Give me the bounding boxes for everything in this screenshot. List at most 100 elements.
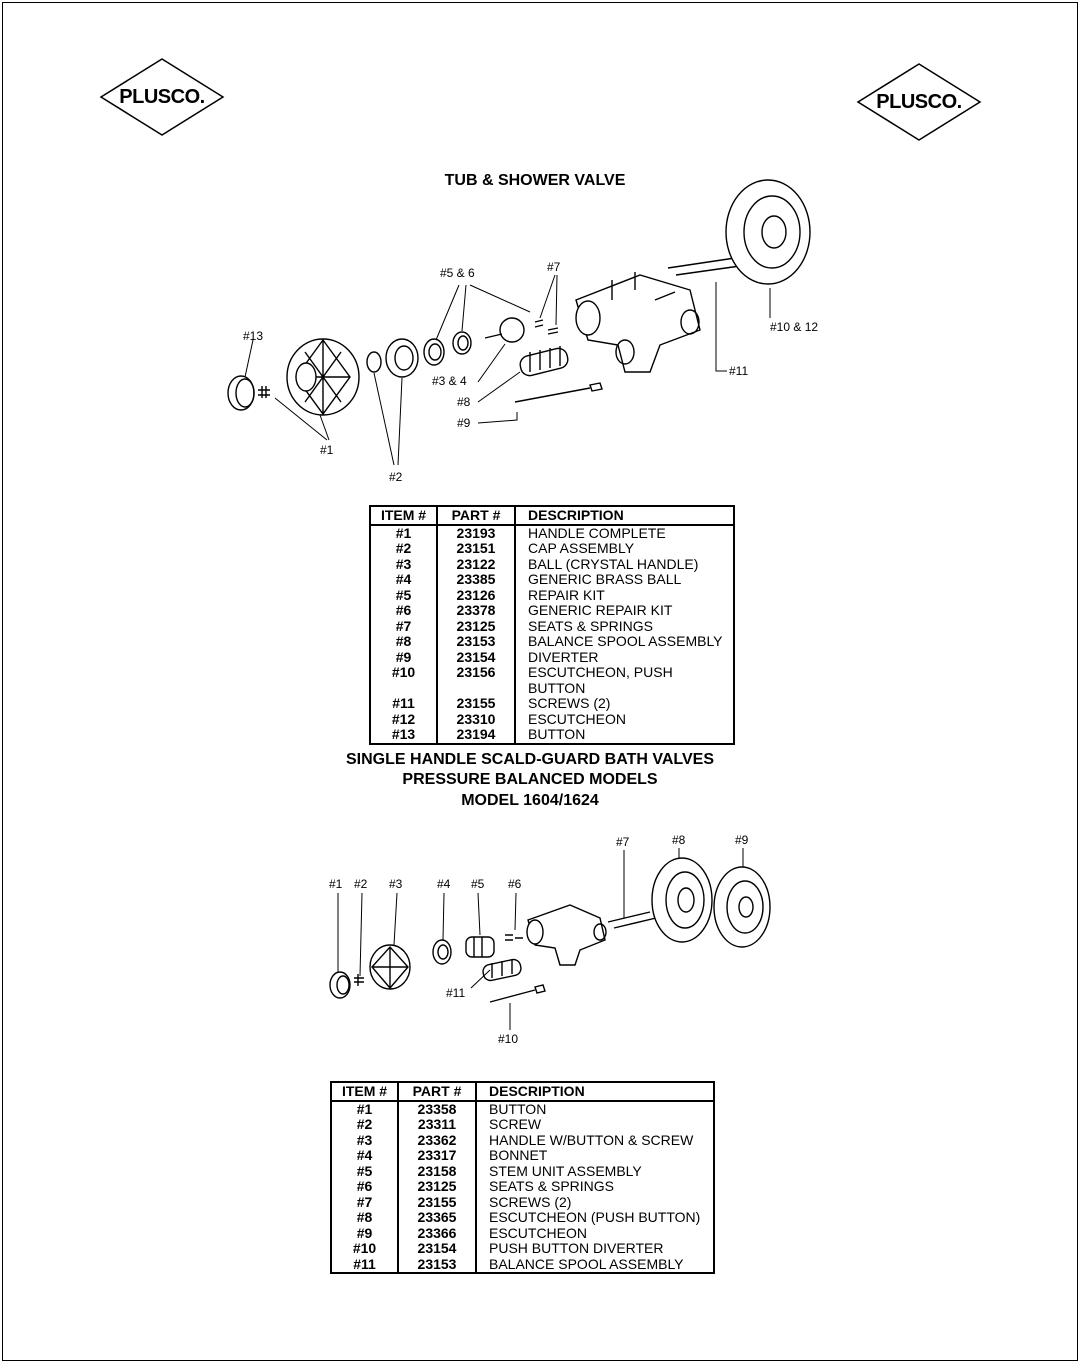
callout-1: #1 xyxy=(329,877,343,891)
part-number: 23126 xyxy=(437,587,516,603)
callout-9: #9 xyxy=(735,833,749,847)
callout-7: #7 xyxy=(616,835,630,849)
description: SEATS & SPRINGS xyxy=(489,1178,614,1194)
item-number: #11 xyxy=(370,695,438,712)
screws-part xyxy=(667,257,741,276)
item-number: #2 xyxy=(331,1116,399,1133)
part-number: 23158 xyxy=(398,1163,477,1179)
item-number: #13 xyxy=(370,726,438,744)
item-number: #6 xyxy=(370,602,438,619)
description: DIVERTER xyxy=(528,648,599,665)
description: ESCUTCHEON, PUSH BUTTON xyxy=(528,664,673,696)
header-description: DESCRIPTION xyxy=(476,1082,714,1102)
part-number: 23385 xyxy=(437,571,516,588)
part-number: 23125 xyxy=(398,1178,477,1195)
screw-part xyxy=(354,974,364,986)
scald-guard-valve-diagram: #1 #2 #3 #4 #5 #6 #7 #8 #9 #10 #11 xyxy=(329,833,771,1046)
description: BUTTON xyxy=(489,1100,547,1117)
description: ESCUTCHEON xyxy=(489,1224,588,1241)
item-number: #12 xyxy=(370,711,438,727)
tub-shower-valve-diagram: #5 & 6 #7 #13 #10 & 12 #3 & 4 #11 #8 #9 … xyxy=(227,179,818,484)
diverter-part xyxy=(489,984,546,1003)
table-header-row: ITEM # PART # DESCRIPTION xyxy=(370,506,734,526)
description: SCREWS (2) xyxy=(489,1193,572,1210)
part-number: 23156 xyxy=(437,664,516,696)
part-number: 23155 xyxy=(437,695,516,712)
header-description: DESCRIPTION xyxy=(515,506,734,526)
part-number: 23366 xyxy=(398,1225,477,1241)
callout-1: #1 xyxy=(320,443,334,457)
section1-title: TUB & SHOWER VALVE xyxy=(444,172,626,189)
description: BALANCE SPOOL ASSEMBLY xyxy=(528,633,723,649)
callout-6: #6 xyxy=(508,877,522,891)
crystal-handle-part xyxy=(286,338,360,416)
description: BALL (CRYSTAL HANDLE) xyxy=(528,555,699,572)
handle-part xyxy=(369,944,411,990)
item-number: #5 xyxy=(370,587,438,603)
screws-part xyxy=(607,911,657,929)
seats-springs-part xyxy=(505,934,523,941)
description: CAP ASSEMBLY xyxy=(528,540,635,556)
logo-text-left: PLUSCO. xyxy=(119,85,205,108)
part-number: 23365 xyxy=(398,1209,477,1226)
part-number: 23317 xyxy=(398,1147,477,1164)
description: ESCUTCHEON xyxy=(528,710,627,727)
description: SCREW xyxy=(489,1116,542,1132)
item-number: #9 xyxy=(331,1225,399,1241)
plusco-logo-left: PLUSCO. xyxy=(99,57,225,137)
stem-unit-part xyxy=(465,936,495,958)
item-number: #10 xyxy=(370,664,438,696)
part-number: 23311 xyxy=(398,1116,477,1133)
part-number: 23362 xyxy=(398,1132,477,1148)
callout-8: #8 xyxy=(457,395,471,409)
callout-9: #9 xyxy=(457,416,471,430)
description: ESCUTCHEON (PUSH BUTTON) xyxy=(489,1209,701,1225)
description: SCREWS (2) xyxy=(528,695,611,711)
part-number: 23378 xyxy=(437,602,516,619)
section2-title-line1: SINGLE HANDLE SCALD-GUARD BATH VALVES xyxy=(346,751,714,768)
valve-body-part xyxy=(575,272,701,373)
item-number: #4 xyxy=(370,571,438,588)
button-part xyxy=(329,971,351,999)
description: SEATS & SPRINGS xyxy=(528,617,653,634)
section2-title-line2: PRESSURE BALANCED MODELS xyxy=(402,771,658,788)
callout-10-12: #10 & 12 xyxy=(770,320,818,334)
header-item: ITEM # xyxy=(331,1082,399,1102)
header-item: ITEM # xyxy=(370,506,438,526)
escutcheon-push-button-part xyxy=(651,857,713,943)
item-number: #7 xyxy=(370,618,438,634)
escutcheon-part xyxy=(713,866,771,948)
callout-13: #13 xyxy=(243,329,263,343)
header-part: PART # xyxy=(437,506,516,526)
description: PUSH BUTTON DIVERTER xyxy=(489,1240,664,1256)
description: BONNET xyxy=(489,1147,548,1163)
item-number: #3 xyxy=(331,1132,399,1148)
description: GENERIC BRASS BALL xyxy=(528,571,682,587)
description: HANDLE COMPLETE xyxy=(528,524,666,541)
valve-body-part xyxy=(526,904,607,966)
item-number: #2 xyxy=(370,540,438,557)
item-number: #5 xyxy=(331,1163,399,1179)
plusco-logo-right: PLUSCO. xyxy=(856,62,982,142)
diverter-part xyxy=(514,382,603,403)
callout-4: #4 xyxy=(437,877,451,891)
